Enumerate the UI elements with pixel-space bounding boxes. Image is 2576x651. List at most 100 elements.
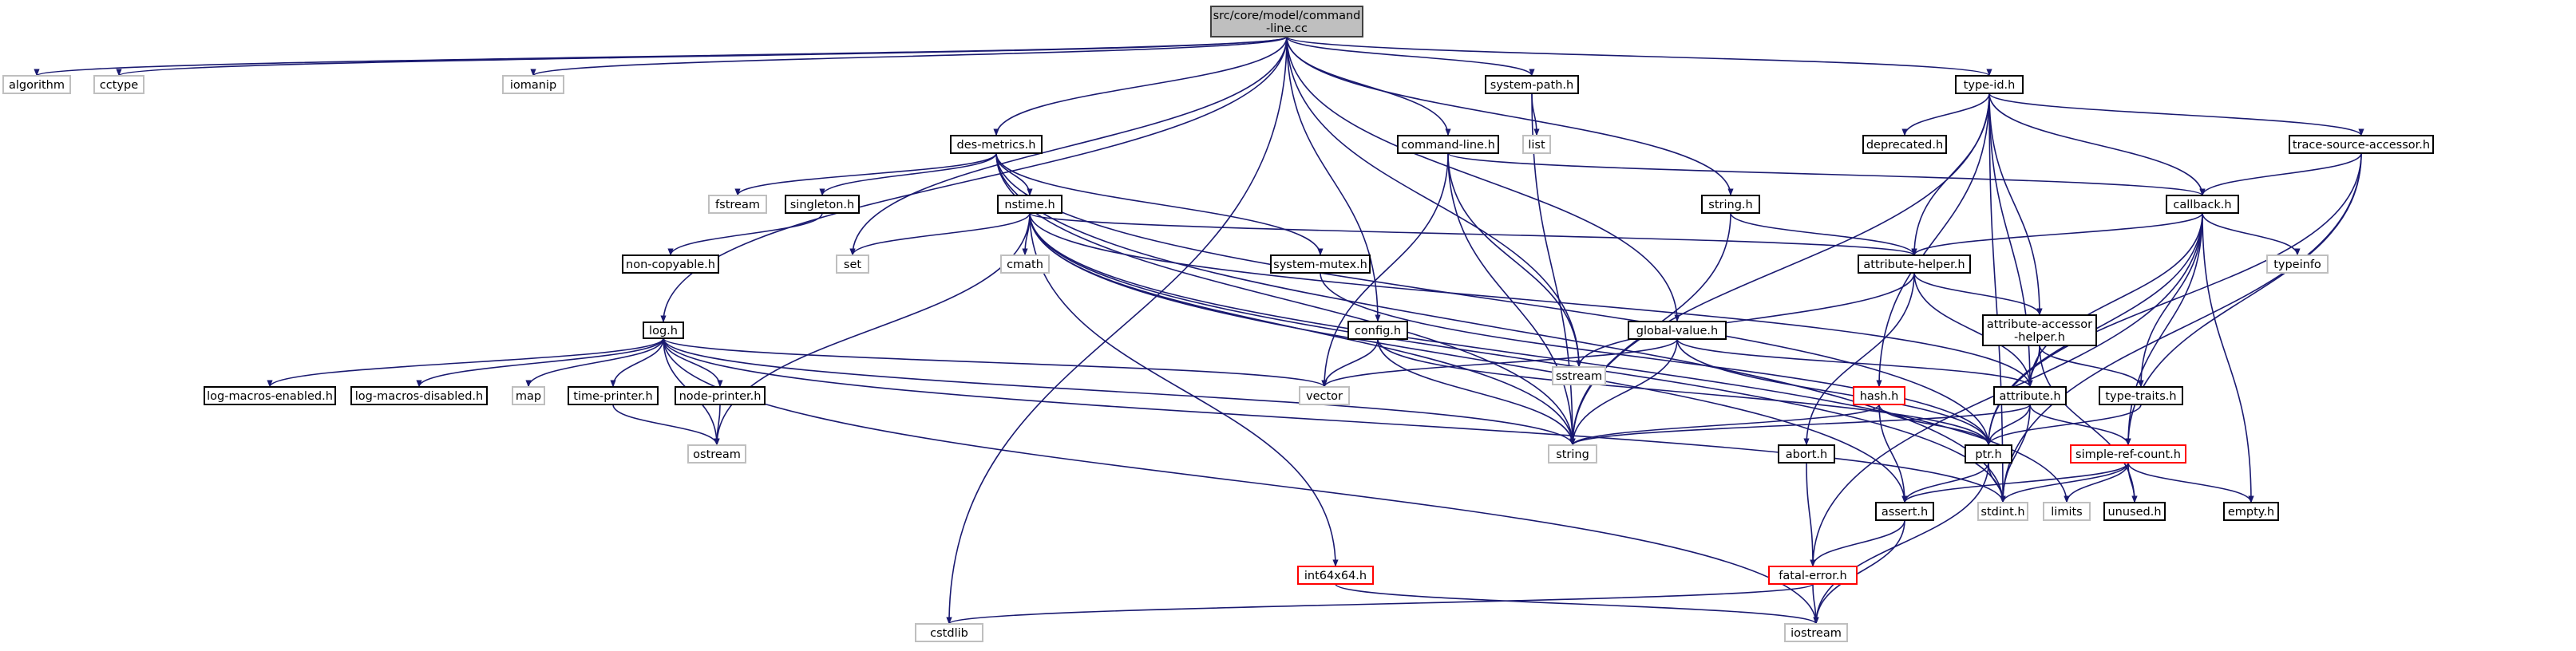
node-fatal-error-h[interactable]: fatal-error.h bbox=[1768, 566, 1858, 585]
node-callback-h[interactable]: callback.h bbox=[2166, 195, 2239, 214]
edge-global_value_h-to-attribute_h bbox=[1676, 338, 2033, 388]
node-cctype[interactable]: cctype bbox=[93, 75, 144, 94]
edge-hash_h-to-string bbox=[1569, 404, 1880, 446]
node-ostream[interactable]: ostream bbox=[687, 444, 746, 464]
node-simple-ref-count-h[interactable]: simple-ref-count.h bbox=[2070, 444, 2186, 464]
node-cstdlib[interactable]: cstdlib bbox=[915, 623, 983, 642]
dependency-nodes: src/core/model/command-line.cc algorithm… bbox=[2, 6, 2434, 642]
node-assert-h[interactable]: assert.h bbox=[1875, 502, 1934, 521]
node-typeinfo[interactable]: typeinfo bbox=[2266, 254, 2329, 274]
node-empty-h[interactable]: empty.h bbox=[2223, 502, 2279, 521]
node-non-copyable-h[interactable]: non-copyable.h bbox=[622, 254, 719, 274]
edge-attribute_helper_h-to-attribute_h bbox=[1913, 272, 2033, 388]
node-singleton-h[interactable]: singleton.h bbox=[785, 195, 860, 214]
node-label: callback.h bbox=[2173, 199, 2231, 211]
node-attribute-helper-h[interactable]: attribute-helper.h bbox=[1858, 254, 1971, 274]
node-label: system-path.h bbox=[1490, 79, 1573, 92]
node-label: system-mutex.h bbox=[1273, 258, 1367, 271]
edge-callback_h-to-attribute_helper_h bbox=[1911, 212, 2203, 256]
node-algorithm[interactable]: algorithm bbox=[2, 75, 71, 94]
node-root-command-line-cc[interactable]: src/core/model/command-line.cc bbox=[1210, 6, 1363, 37]
node-log-h[interactable]: log.h bbox=[643, 322, 684, 339]
edge-des_metrics_h-to-system_mutex_h bbox=[995, 152, 1324, 256]
node-string-h[interactable]: string.h bbox=[1701, 195, 1760, 214]
node-node-printer-h[interactable]: node-printer.h bbox=[675, 386, 766, 405]
edge-global_value_h-to-ptr_h bbox=[1676, 338, 1992, 446]
edge-root-to-algorithm bbox=[34, 36, 1288, 77]
node-trace-source-accessor-h[interactable]: trace-source-accessor.h bbox=[2289, 135, 2434, 154]
node-int64x64-h[interactable]: int64x64.h bbox=[1297, 566, 1374, 585]
node-string[interactable]: string bbox=[1548, 444, 1597, 464]
node-label: log-macros-enabled.h bbox=[207, 390, 333, 403]
node-hash-h[interactable]: hash.h bbox=[1853, 386, 1905, 405]
edge-config_h-to-ptr_h bbox=[1377, 338, 1992, 446]
node-global-value-h[interactable]: global-value.h bbox=[1628, 321, 1727, 340]
node-label: trace-source-accessor.h bbox=[2293, 139, 2430, 152]
node-label: typeinfo bbox=[2273, 258, 2321, 271]
node-label: cstdlib bbox=[930, 627, 968, 640]
node-limits[interactable]: limits bbox=[2043, 502, 2091, 521]
edge-simple_ref_count_h-to-limits bbox=[2064, 462, 2129, 503]
edge-log_h-to-vector bbox=[663, 337, 1328, 388]
edge-root-to-set bbox=[849, 36, 1288, 256]
edge-root-to-string_h bbox=[1286, 36, 1734, 196]
node-fstream[interactable]: fstream bbox=[708, 195, 767, 214]
node-label: fstream bbox=[715, 199, 760, 211]
node-type-id-h[interactable]: type-id.h bbox=[1955, 75, 2024, 94]
edge-simple_ref_count_h-to-assert_h bbox=[1901, 462, 2129, 503]
edge-type_id_h-to-deprecated_h bbox=[1901, 93, 1990, 136]
node-nstime-h[interactable]: nstime.h bbox=[997, 195, 1062, 214]
node-label: attribute-accessor bbox=[1987, 318, 2092, 331]
node-label: limits bbox=[2051, 506, 2082, 519]
node-label: log.h bbox=[649, 325, 678, 337]
node-label: list bbox=[1528, 139, 1545, 152]
node-label: non-copyable.h bbox=[626, 258, 715, 271]
node-list[interactable]: list bbox=[1522, 135, 1551, 154]
edge-type_traits_h-to-ptr_h bbox=[1985, 404, 2142, 446]
edge-attribute_accessor_helper_h-to-type_traits_h bbox=[2039, 345, 2144, 388]
node-type-traits-h[interactable]: type-traits.h bbox=[2099, 386, 2183, 405]
edge-type_id_h-to-callback_h bbox=[1988, 93, 2206, 196]
node-iostream[interactable]: iostream bbox=[1784, 623, 1848, 642]
edge-time_printer_h-to-ostream bbox=[612, 404, 720, 446]
node-sstream[interactable]: sstream bbox=[1552, 366, 1606, 385]
node-system-mutex-h[interactable]: system-mutex.h bbox=[1270, 254, 1371, 274]
edge-des_metrics_h-to-fstream bbox=[734, 152, 997, 196]
node-time-printer-h[interactable]: time-printer.h bbox=[568, 386, 659, 405]
edge-config_h-to-vector bbox=[1321, 338, 1379, 388]
node-attribute-accessor-helper-h[interactable]: attribute-accessor-helper.h bbox=[1982, 314, 2097, 346]
edge-root-to-des_metrics_h bbox=[993, 36, 1288, 136]
node-label: time-printer.h bbox=[573, 390, 652, 403]
edge-nstime_h-to-stdint_h bbox=[1029, 212, 2006, 503]
edge-nstime_h-to-assert_h bbox=[1029, 212, 1908, 503]
node-cmath[interactable]: cmath bbox=[1000, 254, 1050, 274]
node-config-h[interactable]: config.h bbox=[1347, 321, 1408, 340]
node-stdint-h[interactable]: stdint.h bbox=[1977, 502, 2028, 521]
node-label: type-traits.h bbox=[2105, 390, 2176, 403]
edge-des_metrics_h-to-singleton_h bbox=[819, 152, 997, 196]
node-log-macros-enabled-h[interactable]: log-macros-enabled.h bbox=[204, 386, 336, 405]
edge-command_line_h-to-vector bbox=[1321, 152, 1449, 388]
node-label: iomanip bbox=[510, 79, 556, 92]
node-map[interactable]: map bbox=[512, 386, 545, 405]
node-deprecated-h[interactable]: deprecated.h bbox=[1862, 135, 1947, 154]
node-des-metrics-h[interactable]: des-metrics.h bbox=[950, 135, 1043, 154]
edge-root-to-command_line_h bbox=[1286, 36, 1451, 136]
node-command-line-h[interactable]: command-line.h bbox=[1397, 135, 1499, 154]
node-label: stdint.h bbox=[1980, 506, 2024, 519]
edge-nstime_h-to-set bbox=[849, 212, 1031, 256]
node-vector[interactable]: vector bbox=[1299, 386, 1350, 405]
node-system-path-h[interactable]: system-path.h bbox=[1485, 75, 1579, 94]
node-label: assert.h bbox=[1882, 506, 1928, 519]
edge-fatal_error_h-to-iostream bbox=[1812, 583, 1819, 625]
edge-root-to-type_id_h bbox=[1286, 36, 1992, 77]
node-attribute-h[interactable]: attribute.h bbox=[1993, 386, 2067, 405]
node-unused-h[interactable]: unused.h bbox=[2103, 502, 2166, 521]
node-iomanip[interactable]: iomanip bbox=[502, 75, 564, 94]
node-ptr-h[interactable]: ptr.h bbox=[1965, 444, 2012, 464]
edge-attribute_helper_h-to-abort_h bbox=[1803, 272, 1915, 446]
node-abort-h[interactable]: abort.h bbox=[1778, 444, 1835, 464]
node-set[interactable]: set bbox=[836, 254, 869, 274]
edge-log_h-to-map bbox=[525, 337, 664, 388]
node-log-macros-disabled-h[interactable]: log-macros-disabled.h bbox=[350, 386, 488, 405]
